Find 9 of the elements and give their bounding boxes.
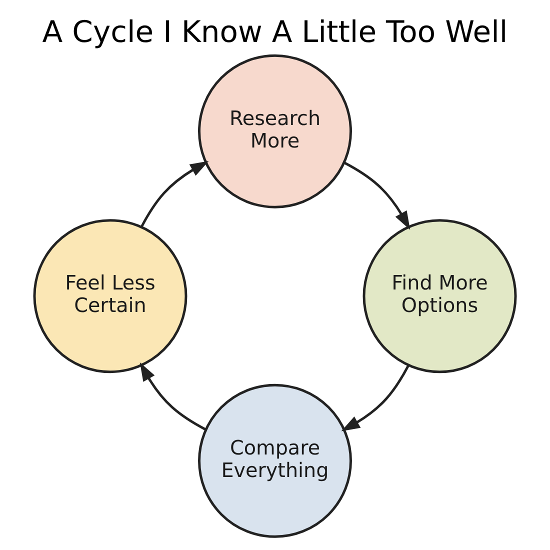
node-circle: Research More bbox=[198, 54, 352, 208]
node-circle: Find More Options bbox=[362, 219, 517, 374]
arrow bbox=[341, 364, 410, 432]
arrow bbox=[344, 162, 410, 230]
node-circle: Feel Less Certain bbox=[33, 219, 188, 374]
diagram-title: A Cycle I Know A Little Too Well bbox=[42, 15, 508, 50]
node-circle: Compare Everything bbox=[198, 384, 352, 538]
arrow bbox=[140, 160, 209, 228]
arrow bbox=[140, 362, 206, 431]
